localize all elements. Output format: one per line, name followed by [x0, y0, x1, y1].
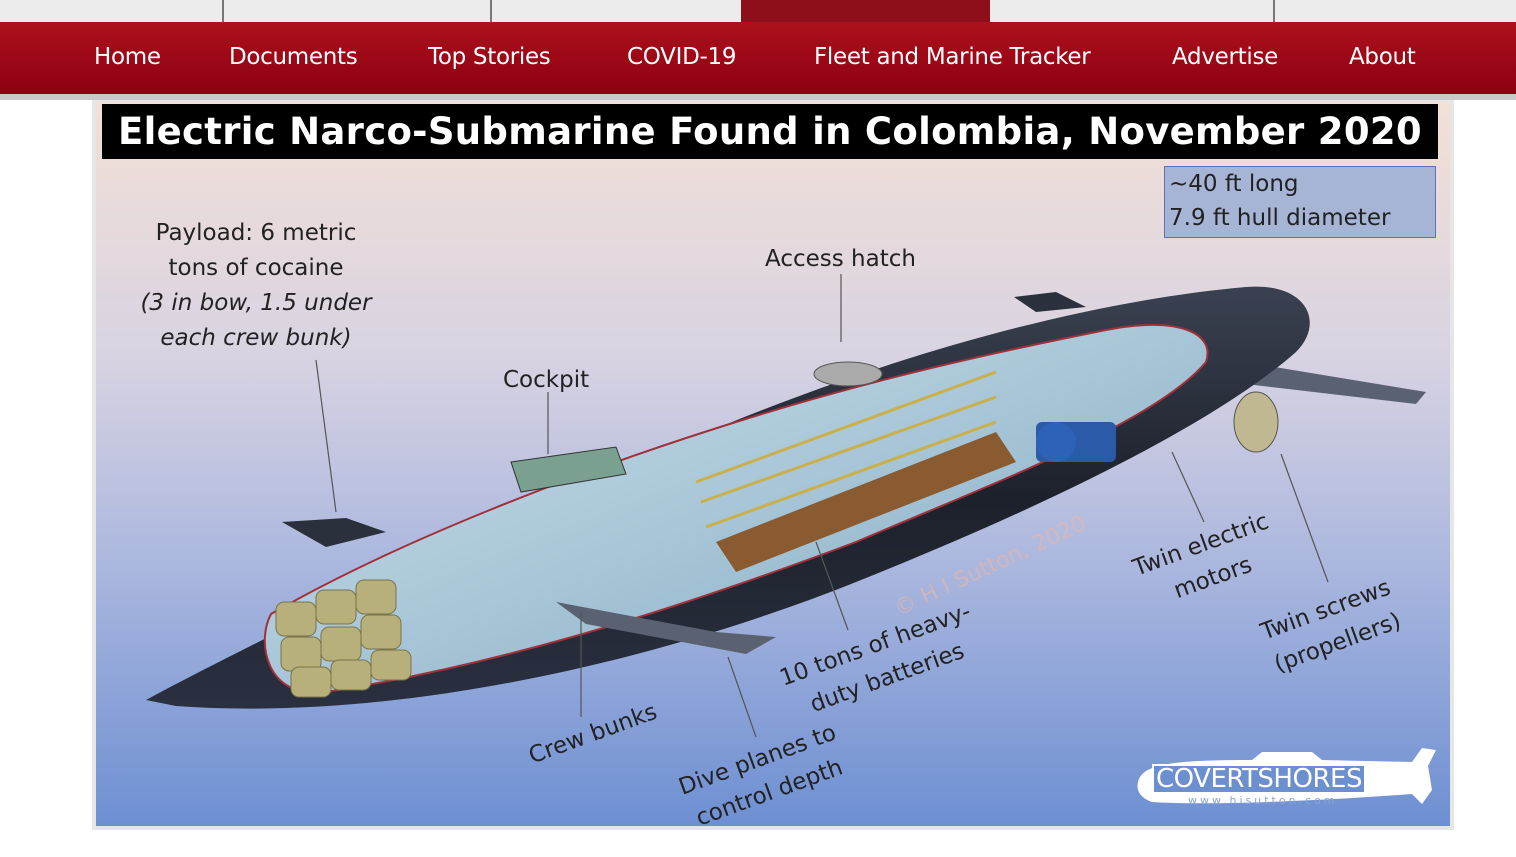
nav-about[interactable]: About [1349, 44, 1416, 70]
nav-covid-19[interactable]: COVID-19 [627, 44, 737, 70]
top-strip [0, 0, 1516, 22]
battery-racks [695, 370, 997, 529]
nav-fleet-tracker[interactable]: Fleet and Marine Tracker [814, 44, 1091, 70]
payload-line: each crew bunk) [160, 325, 352, 351]
divider [490, 0, 492, 22]
nav-top-stories[interactable]: Top Stories [428, 44, 551, 70]
payload-line: (3 in bow, 1.5 under [140, 290, 372, 316]
nav-documents[interactable]: Documents [229, 44, 358, 70]
infographic: Electric Narco-Submarine Found in Colomb… [96, 102, 1450, 826]
length-text: ~40 ft long [1169, 171, 1299, 197]
submarine-illustration [146, 274, 1426, 738]
logo-url: www.hisutton.com [1188, 794, 1338, 807]
cockpit-canopy [510, 446, 627, 493]
cockpit-label: Cockpit [503, 367, 590, 393]
main-nav: Home Documents Top Stories COVID-19 Flee… [0, 22, 1516, 94]
nav-home[interactable]: Home [94, 44, 161, 70]
figure-title: Electric Narco-Submarine Found in Colomb… [102, 104, 1438, 159]
payload-line: tons of cocaine [168, 255, 344, 281]
floor [716, 432, 1016, 572]
dive-plane [556, 602, 776, 654]
dimensions-box: ~40 ft long 7.9 ft hull diameter [1164, 166, 1436, 238]
access-hatch [813, 361, 883, 387]
cutaway-interior [263, 323, 1209, 694]
stern-plane [1246, 364, 1426, 404]
covertshores-logo: COVERTSHORES www.hisutton.com [1132, 742, 1442, 812]
diameter-text: 7.9 ft hull diameter [1169, 205, 1391, 231]
nav-divider [0, 94, 1516, 100]
logo-name: COVERTSHORES [1152, 764, 1366, 794]
bow-fin [282, 518, 386, 547]
divider [222, 0, 224, 22]
divider [1273, 0, 1275, 22]
payload-line: Payload: 6 metric [155, 220, 357, 246]
cocaine-bales [275, 579, 412, 698]
active-top-tab[interactable] [741, 0, 990, 22]
payload-label: Payload: 6 metric tons of cocaine (3 in … [136, 216, 376, 356]
nav-advertise[interactable]: Advertise [1172, 44, 1278, 70]
leader-lines [315, 274, 1329, 738]
access-hatch-label: Access hatch [765, 246, 916, 272]
propeller [1233, 391, 1279, 453]
